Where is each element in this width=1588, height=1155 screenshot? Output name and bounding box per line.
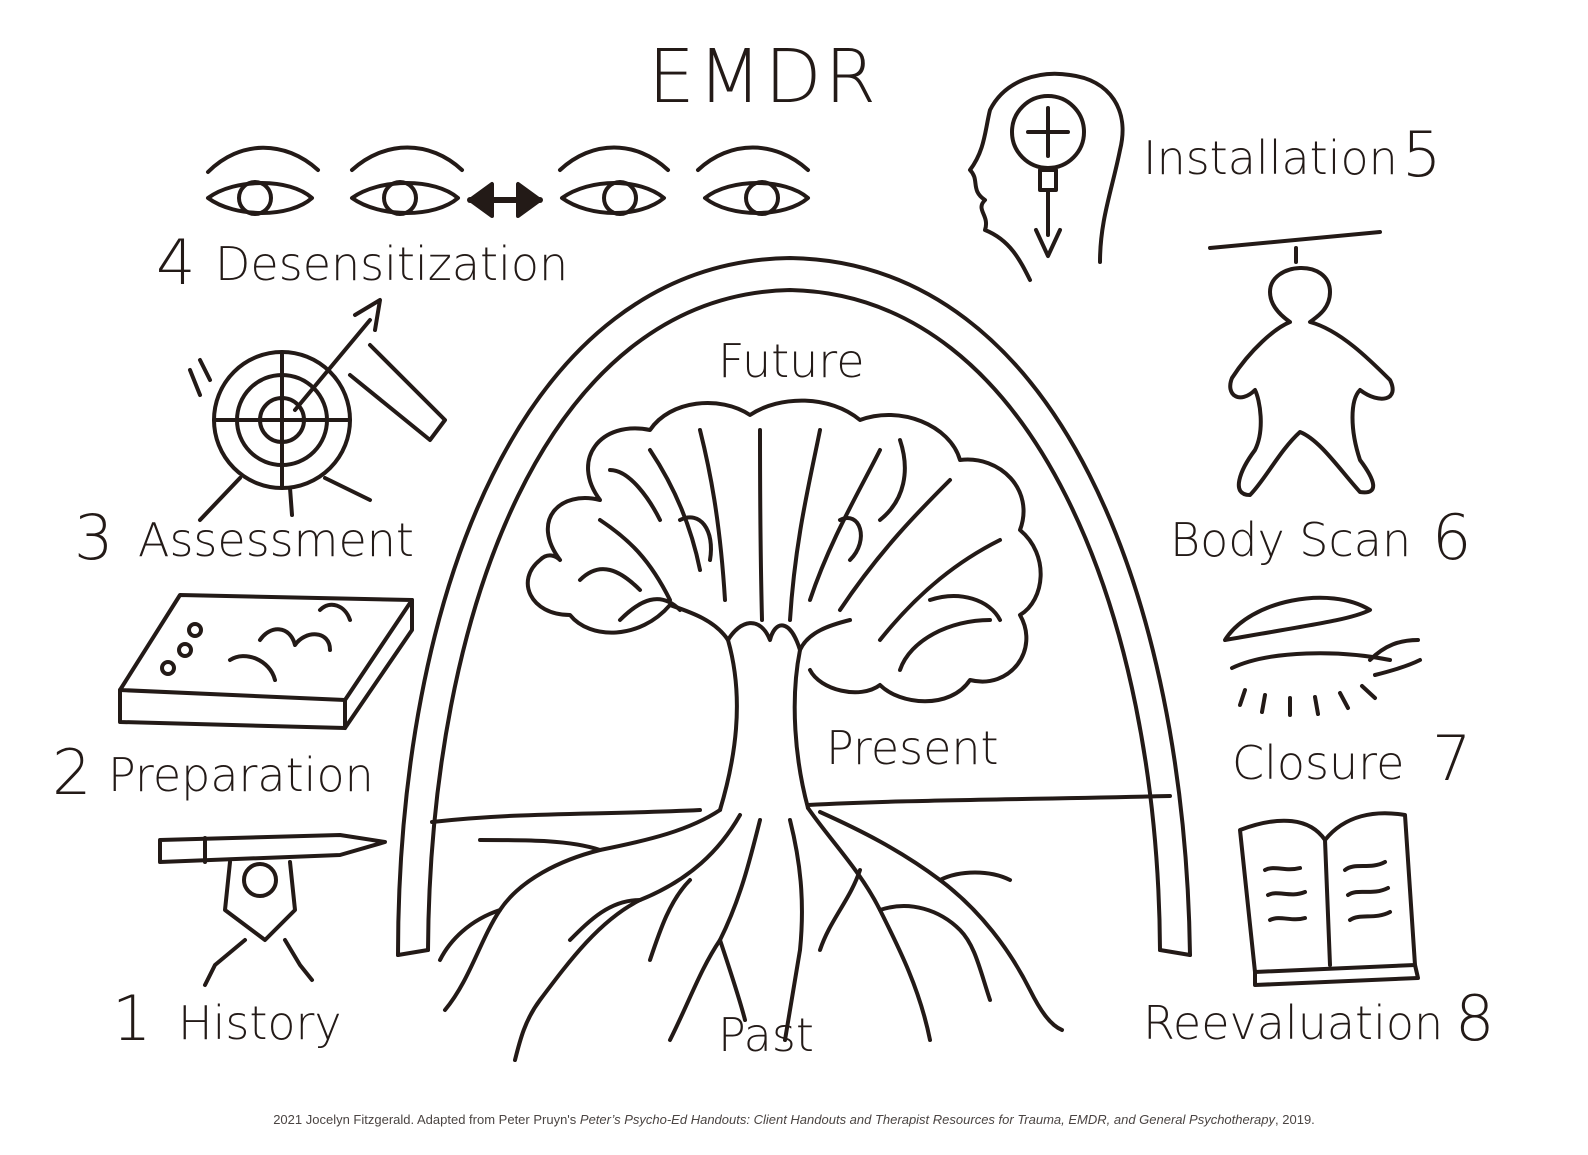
- step-5-label: Installation: [1143, 131, 1398, 185]
- step-4-number: 4: [156, 226, 196, 299]
- step-5-number: 5: [1402, 118, 1442, 191]
- step-1-number: 1: [112, 982, 152, 1055]
- step-8-label: Reevaluation: [1143, 996, 1444, 1050]
- past-label: Past: [718, 1008, 814, 1062]
- credit-prefix: 2021 Jocelyn Fitzgerald. Adapted from Pe…: [273, 1112, 580, 1127]
- step-7-number: 7: [1432, 722, 1472, 795]
- step-6-label: Body Scan: [1170, 513, 1412, 567]
- future-label: Future: [718, 334, 865, 388]
- step-1-label: History: [178, 996, 342, 1050]
- step-2-label: Preparation: [108, 748, 374, 802]
- page-title: EMDR: [648, 34, 880, 120]
- roots-icon: [440, 808, 1062, 1060]
- credit-suffix: , 2019.: [1275, 1112, 1315, 1127]
- arch-icon: [398, 258, 1190, 955]
- pencil-lifter-icon: [160, 835, 385, 985]
- step-8-number: 8: [1455, 982, 1495, 1055]
- step-2-number: 2: [52, 736, 92, 809]
- ground-line: [432, 796, 1170, 822]
- body-outline-icon: [1210, 232, 1393, 495]
- closed-eye-icon: [1225, 598, 1420, 715]
- target-arrow-icon: [190, 300, 445, 520]
- tree-icon: [528, 401, 1041, 810]
- step-3-number: 3: [74, 501, 114, 574]
- step-3-label: Assessment: [138, 513, 414, 567]
- credit-book-title: Peter’s Psycho-Ed Handouts: Client Hando…: [579, 1112, 1276, 1127]
- flower-tray-icon: [120, 595, 412, 728]
- step-4-label: Desensitization: [215, 237, 569, 291]
- open-book-icon: [1240, 813, 1418, 985]
- credit-line: 2021 Jocelyn Fitzgerald. Adapted from Pe…: [0, 1112, 1588, 1127]
- step-6-number: 6: [1432, 501, 1472, 574]
- step-7-label: Closure: [1232, 736, 1405, 790]
- present-label: Present: [826, 721, 999, 775]
- head-bulb-icon: [970, 74, 1123, 280]
- eye-movement-icon: [208, 148, 808, 217]
